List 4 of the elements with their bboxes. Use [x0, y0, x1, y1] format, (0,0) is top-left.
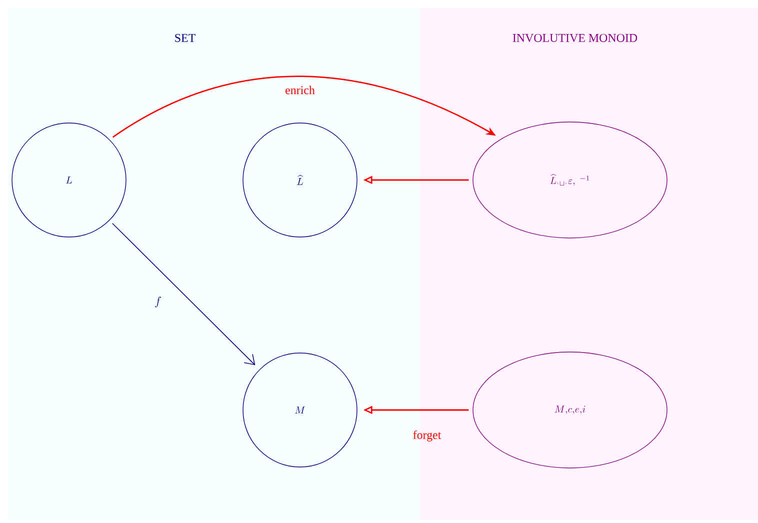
edge-label: forget — [413, 430, 442, 442]
edge-label: enrich — [286, 86, 315, 94]
edge-label: $f$ — [155, 296, 162, 308]
arrow — [112, 222, 256, 366]
